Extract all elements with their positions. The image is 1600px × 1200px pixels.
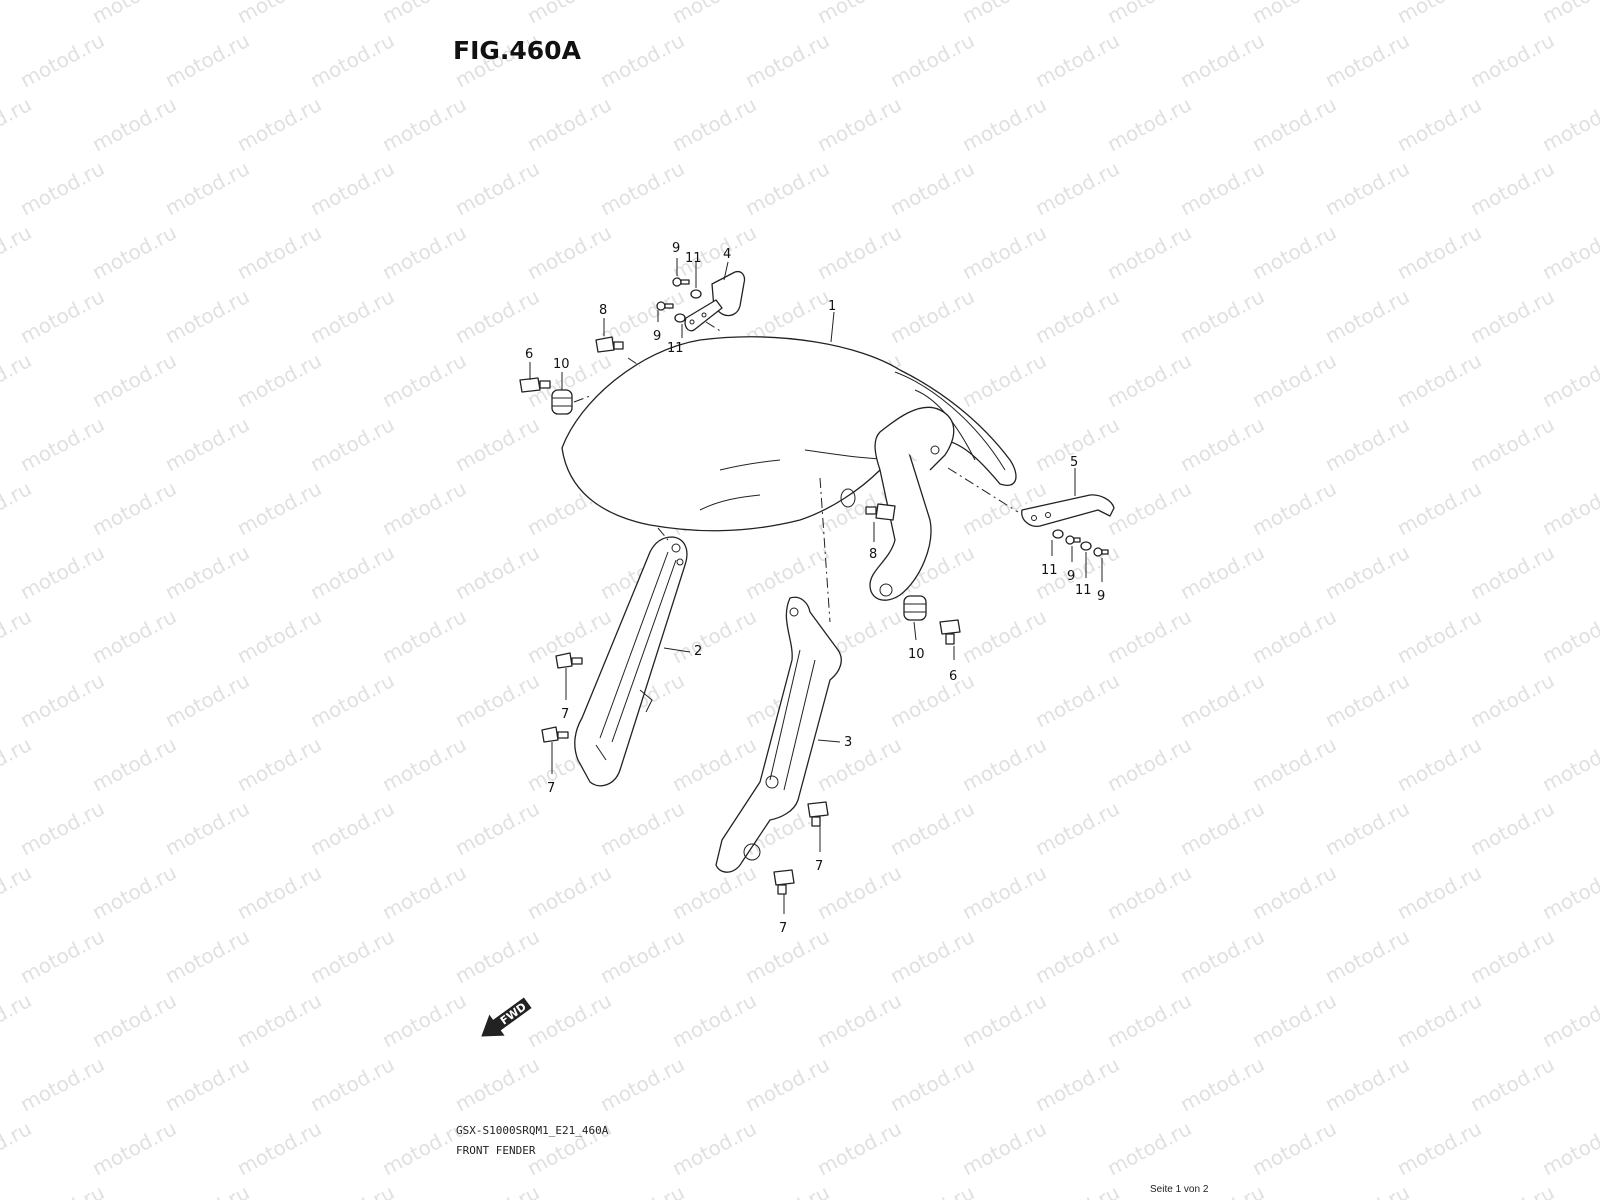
callout-3: 3: [844, 735, 852, 750]
callout-2: 2: [694, 644, 702, 659]
callout-11-b: 11: [667, 341, 684, 356]
callout-6-left: 6: [525, 347, 533, 362]
page-indicator: Seite 1 von 2: [1150, 1184, 1209, 1195]
bolt-8-top: [595, 336, 624, 353]
callout-11-a: 11: [685, 251, 702, 266]
bolt-7-a: [555, 652, 583, 669]
screw-9-b: [656, 301, 674, 311]
callout-9-a: 9: [672, 241, 680, 256]
bolt-7-d: [773, 869, 795, 895]
screw-9-d: [1093, 547, 1109, 557]
part-4-upper-bracket: [684, 270, 746, 332]
screw-9-a: [672, 277, 690, 287]
callout-10-right: 10: [908, 647, 925, 662]
callout-7-c: 7: [815, 859, 823, 874]
part-3-right-bracket: [715, 596, 842, 873]
washer-11-a: [690, 289, 702, 299]
washer-11-c: [1052, 529, 1064, 539]
callout-labels: 1 2 3 4 5 6 6 7 7 7 7 8 8 9 9 9 9 10 10 …: [525, 241, 1105, 936]
part-1-front-fender: [561, 336, 1017, 601]
callout-7-b: 7: [547, 781, 555, 796]
part-5-side-bracket: [1021, 494, 1115, 527]
bolt-7-c: [807, 801, 829, 827]
washer-11-b: [674, 313, 686, 323]
callout-8-center: 8: [869, 547, 877, 562]
bolt-6-left: [519, 377, 551, 393]
washer-11-d: [1080, 541, 1092, 551]
assembly-lines: [573, 321, 1019, 623]
callout-6-right: 6: [949, 669, 957, 684]
screw-9-c: [1065, 535, 1081, 545]
fwd-arrow-icon: FWD: [481, 997, 532, 1037]
callout-1: 1: [828, 299, 836, 314]
drawing-code: GSX-S1000SRQM1_E21_460A: [456, 1124, 609, 1137]
part-2-left-bracket: [574, 536, 688, 787]
grommet-10-right: [903, 595, 927, 621]
bolt-7-b: [541, 726, 569, 743]
callout-11-c: 11: [1041, 563, 1058, 578]
callout-9-b: 9: [653, 329, 661, 344]
callout-4: 4: [723, 247, 731, 262]
bolt-8-center: [840, 488, 896, 521]
leader-lines: [529, 258, 1103, 914]
callout-5: 5: [1070, 455, 1078, 470]
grommet-10-left: [551, 389, 573, 415]
callout-11-d: 11: [1075, 583, 1092, 598]
callout-10-left: 10: [553, 357, 570, 372]
callout-8-top: 8: [599, 303, 607, 318]
callout-9-c: 9: [1067, 569, 1075, 584]
callout-7-d: 7: [779, 921, 787, 936]
callout-7-a: 7: [561, 707, 569, 722]
drawing-name: FRONT FENDER: [456, 1144, 536, 1157]
figure-title: FIG.460A: [453, 36, 581, 65]
bolt-6-right: [939, 619, 961, 645]
callout-9-d: 9: [1097, 589, 1105, 604]
